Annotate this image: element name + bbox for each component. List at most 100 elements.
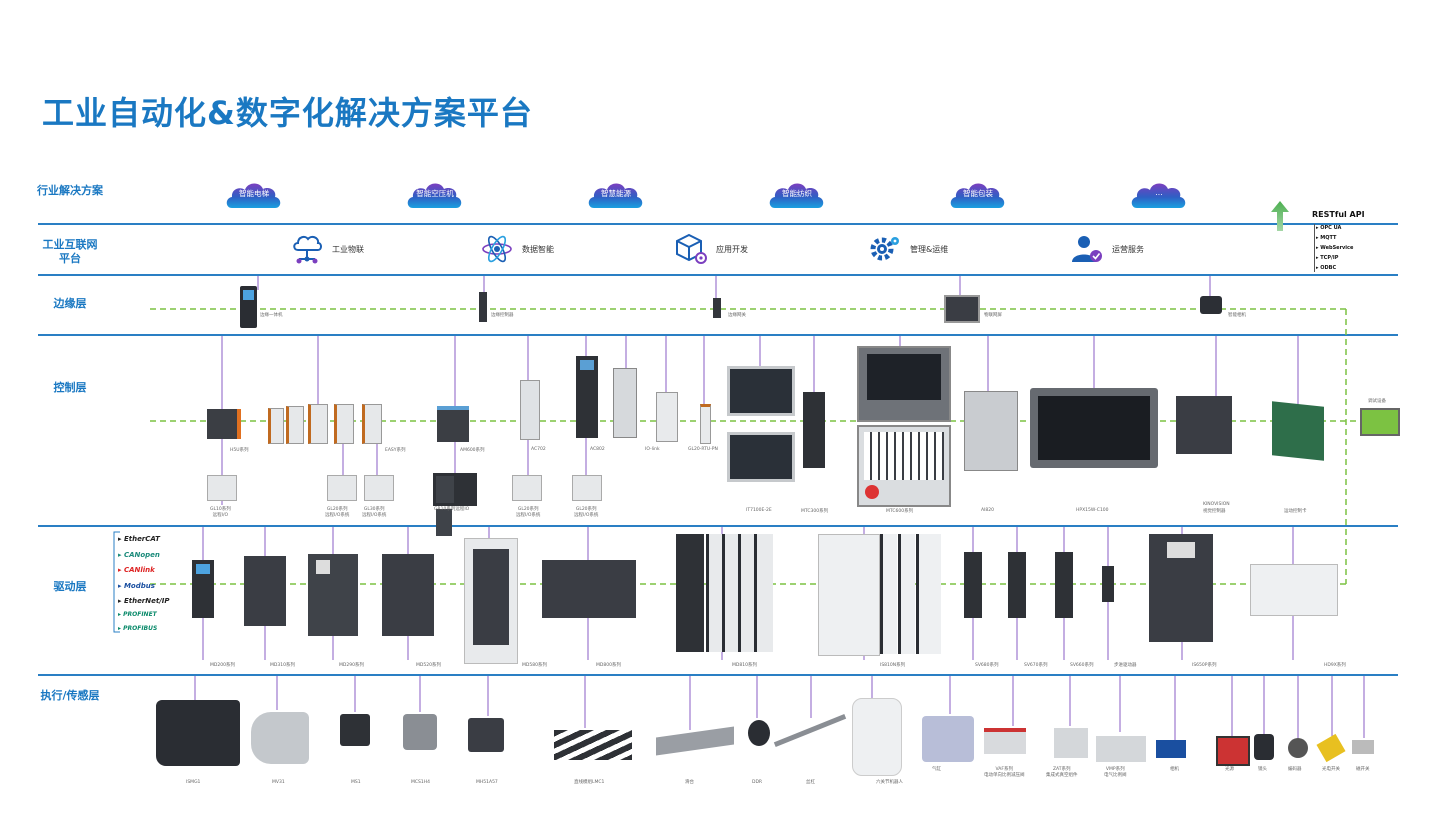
servo-motor-ismg1 — [156, 700, 240, 766]
cloud-smart-elevator[interactable]: 智能电梯 — [224, 178, 284, 212]
cloud-smart-energy[interactable]: 智慧能源 — [586, 178, 646, 212]
protocol-label: CANopen — [123, 551, 160, 559]
io-label: GL30系列远程I/O系统 — [362, 507, 386, 519]
cloud-network-icon — [293, 235, 322, 264]
protocol-ethernetip: ▸ EtherNet/IP — [118, 597, 170, 605]
layer-label-iiot: 工业互联网 平台 — [30, 238, 110, 266]
control-label-h5u: H5U系列 — [230, 448, 249, 453]
protocol-label: EtherCAT — [123, 535, 160, 543]
actuator-label-line1: DDR — [752, 780, 763, 785]
drive-label: 步进驱动器 — [1114, 663, 1137, 668]
control-label-am600: AM600系列 — [460, 448, 485, 453]
layer-label-industry: 行业解决方案 — [37, 184, 103, 197]
iot-screen-device — [944, 295, 980, 323]
io-module-device — [364, 475, 394, 501]
cloud-smart-textile[interactable]: 智能纺织 — [767, 178, 827, 212]
servo-motor-ms1 — [340, 714, 370, 746]
control-label-mtc600: MTC600系列 — [886, 509, 914, 514]
hpx-panel-device — [1030, 388, 1158, 468]
actuator-label: VMP系列电气比例阀 — [1104, 767, 1127, 779]
actuator-label-line2: 电动单向比例减压阀 — [984, 773, 1025, 778]
io-label-line1: GL20系列 — [517, 507, 539, 512]
edge-device-label: 物联网屏 — [984, 313, 1002, 318]
edge-gateway-device — [713, 298, 721, 318]
cloud-smart-packaging[interactable]: 智能包装 — [948, 178, 1008, 212]
motion-control-card-device — [1272, 401, 1324, 461]
cloud-label: 智慧能源 — [601, 189, 631, 198]
api-item-label: WebService — [1320, 245, 1354, 251]
drive-label: SV680系列 — [975, 663, 999, 668]
protocol-profibus: ▸ PROFIBUS — [118, 625, 158, 632]
cloud-icon — [950, 183, 1005, 208]
actuator-label: 编码器 — [1288, 767, 1302, 773]
drive-label: MD800系列 — [596, 663, 621, 668]
cloud-smart-compressor[interactable]: 智能空压机 — [405, 178, 465, 212]
actuator-label-line1: 磁开关 — [1356, 767, 1370, 772]
gears-icon — [870, 237, 899, 261]
encoder-device — [1288, 738, 1308, 758]
io-module-device — [207, 475, 237, 501]
user-service-icon — [1072, 236, 1102, 262]
io-label: GL20系列远程I/O系统 — [516, 507, 540, 519]
api-item-odbc: ▸ ODBC — [1316, 265, 1337, 271]
cylinder-device — [922, 716, 974, 762]
io-label: GR10系列远程IO — [434, 507, 469, 513]
protocol-label: Modbus — [123, 582, 155, 590]
actuator-label: ZAT系列集成式真空组件 — [1046, 767, 1078, 779]
vmp-valve-device — [1096, 736, 1146, 762]
drive-label: IS810N系列 — [880, 663, 906, 668]
platform-label: 管理&运维 — [910, 244, 949, 254]
edge-device-label: 边缘一体机 — [260, 313, 283, 318]
linear-module-lmc1 — [554, 730, 632, 760]
cloud-more[interactable]: ... — [1129, 178, 1189, 212]
ai820-device — [964, 391, 1018, 471]
platform-service[interactable]: 运营服务 — [1070, 232, 1144, 266]
is650p-drive-device — [1149, 534, 1213, 642]
layer-label-drive: 驱动层 — [53, 580, 87, 593]
layer-label-iiot-line1: 工业互联网 — [42, 238, 98, 251]
io-label-line2: 远程I/O系统 — [362, 513, 387, 518]
control-label-ac702: AC702 — [531, 447, 546, 452]
actuator-label-line1: ZAT系列 — [1052, 767, 1071, 772]
actuator-label-line2: 电气比例阀 — [1104, 773, 1127, 778]
atom-icon — [482, 235, 512, 263]
actuator-label: 六关节机器人 — [876, 780, 903, 786]
actuator-label-line1: 光源 — [1225, 767, 1234, 772]
control-label-kinovision-2: 视觉控制器 — [1203, 509, 1226, 514]
actuator-label-line1: MCS1H4 — [411, 780, 430, 785]
io-label: GL10系列远程I/O — [210, 507, 231, 519]
is810n-drive-group — [818, 534, 941, 656]
platform-ops[interactable]: 管理&运维 — [868, 232, 948, 266]
zat-vacuum-device — [1054, 728, 1088, 758]
api-item-mqtt: ▸ MQTT — [1316, 235, 1337, 241]
actuator-label: 光源 — [1225, 767, 1234, 773]
api-title: RESTful API — [1312, 210, 1365, 219]
actuator-label-line1: VMP系列 — [1105, 767, 1125, 772]
actuator-label: MV31 — [272, 780, 285, 786]
actuator-label: MCS1H4 — [411, 780, 430, 786]
control-label-mtc300: MTC300系列 — [801, 509, 829, 514]
layer-divider — [38, 525, 1398, 527]
api-item-opcua: ▸ OPC UA — [1316, 225, 1342, 231]
platform-app-dev[interactable]: 应用开发 — [674, 232, 748, 266]
platform-data[interactable]: 数据智能 — [480, 232, 554, 266]
drive-label: HD9X系列 — [1324, 663, 1346, 668]
layer-divider — [38, 334, 1398, 336]
actuator-label: 光电开关 — [1322, 767, 1340, 773]
actuator-label: 相机 — [1170, 767, 1179, 773]
md200-drive-device — [192, 560, 214, 618]
actuator-label: 滑台 — [685, 780, 694, 786]
control-label-kinovision-1: KINOVISION — [1203, 502, 1230, 507]
md800-drive-device — [542, 560, 636, 618]
actuator-label: 气缸 — [932, 767, 941, 773]
md290-drive-device — [308, 554, 358, 636]
io-module-device — [327, 475, 357, 501]
actuator-label-line2: 集成式真空组件 — [1046, 773, 1078, 778]
platform-iot[interactable]: 工业物联 — [290, 232, 364, 266]
io-label-line2: 远程I/O系统 — [574, 513, 599, 518]
cloud-label: ... — [1155, 188, 1163, 197]
layer-label-actuator: 执行/传感层 — [40, 689, 100, 702]
io-label-line2: 远程I/O系统 — [325, 513, 350, 518]
protocol-label: CANlink — [123, 566, 155, 574]
api-item-label: TCP/IP — [1320, 255, 1339, 261]
